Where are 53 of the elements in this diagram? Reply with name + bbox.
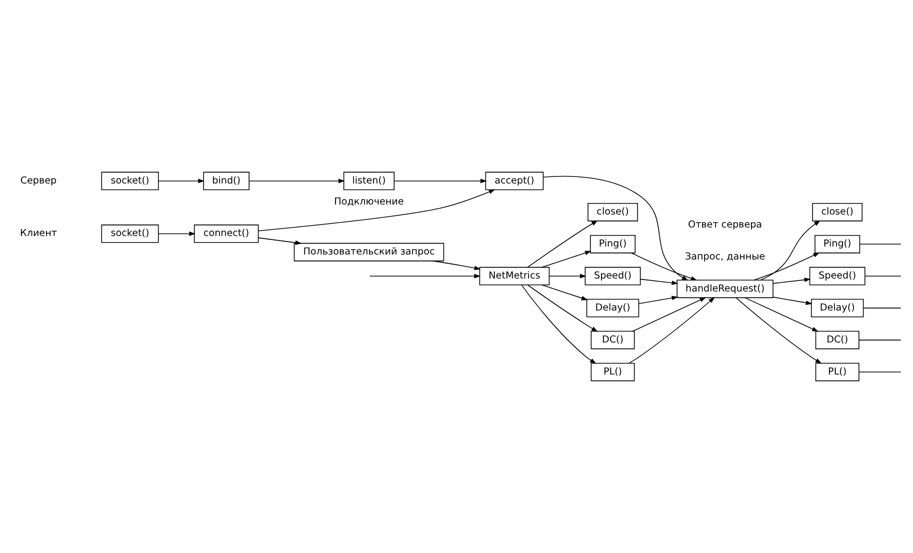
node-box: close() [588,202,638,222]
node-box: close() [812,202,863,222]
node-box: handleRequest() [676,280,774,298]
arrow [527,284,598,332]
label: Клиент [20,228,57,240]
label: Сервер [20,175,57,186]
connector [859,244,902,245]
node-box: listen() [343,172,395,190]
arrow [542,250,592,268]
arrow [258,189,496,232]
arrow [527,220,598,268]
arrow [542,176,688,281]
node-box: connect() [194,224,259,243]
arrow [369,274,481,278]
node-box: bind() [203,172,250,190]
arrow [248,178,345,184]
node-box: accept() [485,172,544,190]
arrow [158,232,196,236]
node-box: PL() [815,362,860,382]
arrow [521,284,596,364]
node-box: Delay() [810,298,864,318]
node-box: Ping() [590,234,636,254]
node-box: PL() [590,362,635,382]
arrow [760,220,820,280]
node-box: Speed() [809,266,866,286]
arrow [542,284,588,300]
arrow [548,274,586,278]
arrow [640,278,678,286]
label: Запрос, данные [685,251,766,262]
arrow [432,260,481,270]
arrow [631,252,698,281]
node-box: DC() [815,330,860,350]
arrow [744,297,818,332]
node-box: socket() [101,224,159,243]
arrow [632,297,706,332]
edge-label: Подключение [334,196,404,208]
node-box: DC() [590,330,635,350]
node-box: Speed() [584,266,641,286]
label: Ответ сервера [688,219,762,230]
node-box: Ping() [814,234,860,254]
arrow [772,296,812,305]
arrow [628,297,715,364]
node-box: Delay() [586,298,640,318]
arrow [258,237,302,245]
arrow [772,278,811,284]
arrow [394,178,487,184]
arrow [754,252,820,280]
node-box: socket() [101,172,159,190]
arrow [638,296,678,304]
arrow [736,297,822,364]
arrow [158,178,205,184]
node-box: Пользовательский запрос [294,242,444,262]
node-box: NetMetrics [479,266,550,286]
